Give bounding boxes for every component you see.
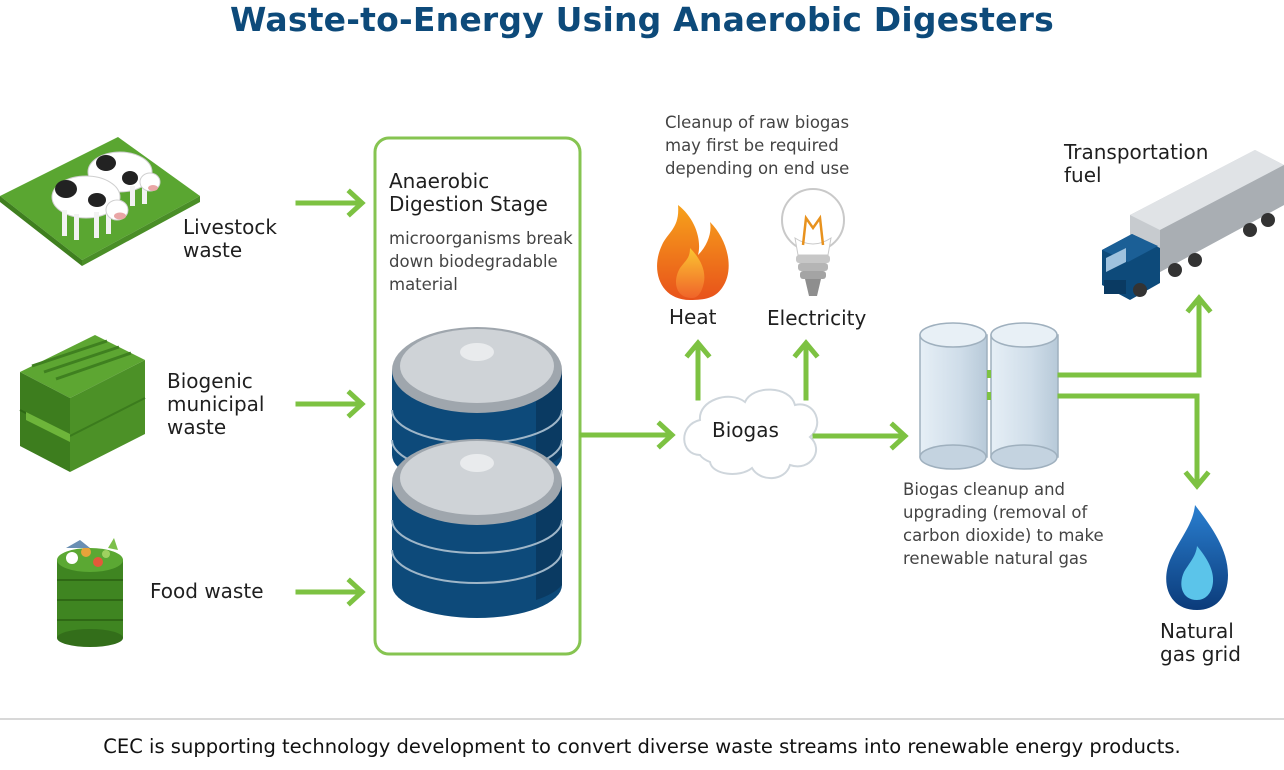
- gas-flame-icon: [1166, 505, 1228, 610]
- upgrade-note: Biogas cleanup and upgrading (removal of…: [903, 480, 1104, 568]
- waste-bin-icon: [19, 335, 146, 472]
- heat-label: Heat: [669, 305, 717, 329]
- lightbulb-icon: [781, 188, 845, 296]
- flame-icon: [657, 205, 729, 300]
- food-waste-label: Food waste: [150, 579, 264, 603]
- arrow-municipal: [295, 389, 366, 419]
- transportation-fuel-label: Transportation fuel: [1064, 140, 1209, 187]
- compost-bin-icon: [57, 538, 123, 647]
- municipal-waste-label: Biogenic municipal waste: [167, 369, 265, 439]
- truck-icon: [1102, 150, 1284, 300]
- arrow-to-cleanup: [812, 421, 909, 451]
- arrow-to-heat: [684, 339, 712, 401]
- cleanup-tanks: [919, 322, 1059, 470]
- arrow-to-biogas: [579, 420, 676, 450]
- cleanup-note: Cleanup of raw biogas may first be requi…: [665, 113, 850, 178]
- biogas-cloud: [683, 388, 819, 480]
- electricity-label: Electricity: [767, 306, 867, 330]
- biogas-label: Biogas: [712, 418, 779, 442]
- page-title: Waste-to-Energy Using Anaerobic Digester…: [229, 0, 1055, 39]
- livestock-waste-label: Livestock waste: [183, 215, 277, 262]
- arrow-livestock: [295, 188, 366, 218]
- digestion-stage-description: microorganisms break down biodegradable …: [389, 229, 573, 294]
- arrow-to-transport: [1057, 294, 1213, 378]
- footer-text: CEC is supporting technology development…: [103, 735, 1181, 758]
- livestock-icon: [0, 137, 200, 266]
- arrow-to-electricity: [792, 339, 820, 401]
- arrow-to-gas-grid: [1057, 393, 1211, 490]
- footer-divider: [0, 718, 1284, 720]
- digester-tank-bottom: [391, 439, 563, 618]
- natural-gas-grid-label: Natural gas grid: [1160, 619, 1241, 666]
- digestion-stage-frame: [373, 136, 582, 656]
- digestion-stage-title: Anaerobic Digestion Stage: [389, 169, 548, 216]
- arrow-food: [295, 577, 366, 607]
